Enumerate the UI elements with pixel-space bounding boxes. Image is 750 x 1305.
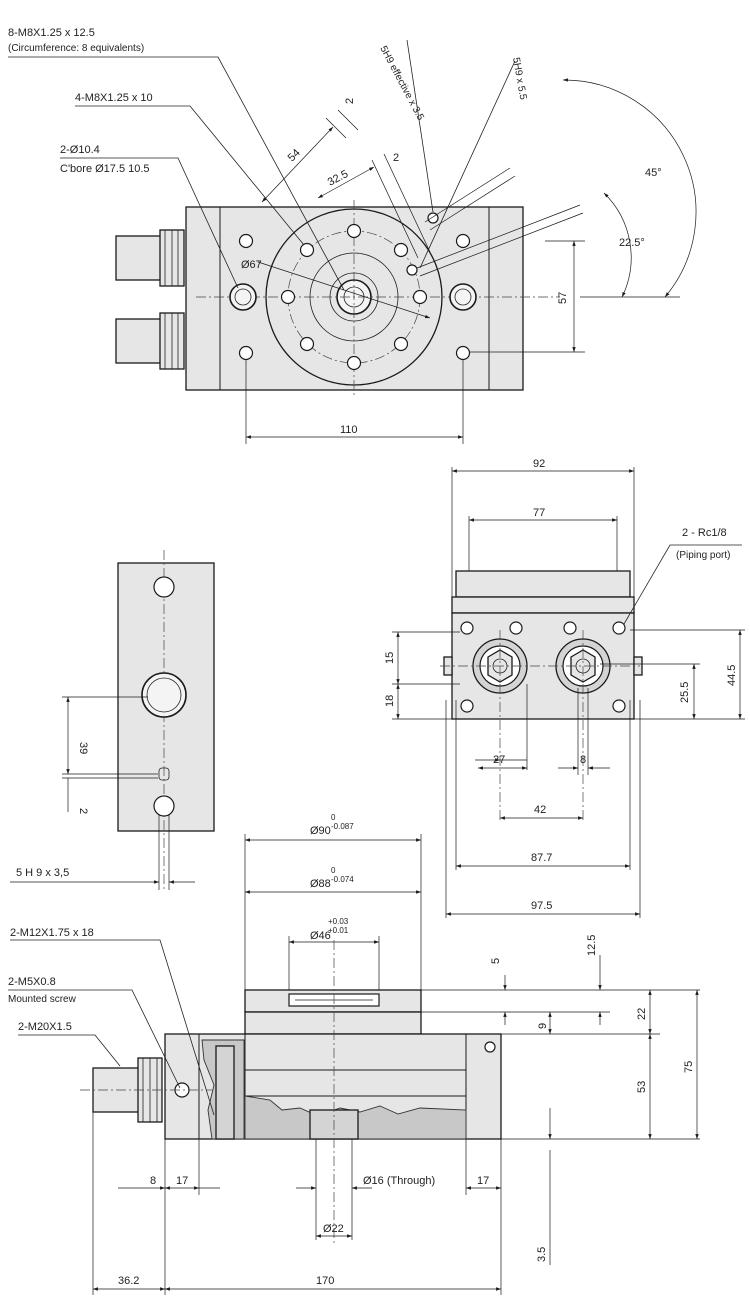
right-view: 92 77 2 - Rc1/8 (Piping port) 15 18 25.5… <box>384 458 745 918</box>
dim-2-a: 2 <box>344 98 356 104</box>
front-dim-3-5: 3.5 <box>536 1247 548 1262</box>
front-dim-36-2: 36.2 <box>118 1275 139 1287</box>
front-tol-d46-upper: +0.03 <box>328 917 349 926</box>
top-view-fitting-upper <box>115 229 185 287</box>
front-dim-9: 9 <box>537 1023 549 1029</box>
right-dim-77: 77 <box>533 507 545 519</box>
front-dim-12-5: 12.5 <box>586 935 598 956</box>
front-dim-170: 170 <box>316 1275 334 1287</box>
front-tol-d88-lower: -0.074 <box>331 875 354 884</box>
front-dim-d22: Ø22 <box>323 1223 344 1235</box>
front-dim-d46: Ø46 <box>310 930 331 942</box>
side-callout-5h9: 5 H 9 x 3,5 <box>16 867 69 879</box>
front-dim-d90: Ø90 <box>310 825 331 837</box>
front-tol-d46-lower: +0.01 <box>328 926 349 935</box>
front-tol-d90-lower: -0.087 <box>331 822 354 831</box>
counterbore-holes <box>229 283 477 311</box>
front-callout-m5-line2: Mounted screw <box>8 994 77 1005</box>
dim-110: 110 <box>340 424 358 436</box>
right-dim-44-5: 44.5 <box>726 665 738 686</box>
right-callout-rc-line2: (Piping port) <box>676 550 730 561</box>
front-dim-75: 75 <box>683 1061 695 1073</box>
right-dim-25-5: 25.5 <box>679 682 691 703</box>
right-dim-97-5: 97.5 <box>531 900 552 912</box>
dim-22-5deg: 22.5° <box>619 237 645 249</box>
callout-8m8-line2: (Circumference: 8 equivalents) <box>8 43 144 54</box>
front-dim-17-right: 17 <box>477 1175 489 1187</box>
right-callout-rc-line1: 2 - Rc1/8 <box>682 527 727 539</box>
top-view: 8-M8X1.25 x 12.5 (Circumference: 8 equiv… <box>8 27 697 444</box>
front-dim-16-through: Ø16 (Through) <box>363 1175 435 1187</box>
front-callout-m12: 2-M12X1.75 x 18 <box>10 927 94 939</box>
corner-holes <box>238 233 471 361</box>
right-dim-42: 42 <box>534 804 546 816</box>
side-dim-2: 2 <box>77 808 89 814</box>
circumference-holes <box>280 223 428 371</box>
callout-4m8: 4-M8X1.25 x 10 <box>75 92 153 104</box>
front-tol-d88-upper: 0 <box>331 866 336 875</box>
callout-2d104-line1: 2-Ø10.4 <box>60 144 100 156</box>
front-dim-53: 53 <box>636 1081 648 1093</box>
callout-5h9-55: 5H9 x 5.5 <box>510 57 528 101</box>
front-view: Ø90 0 -0.087 Ø88 0 -0.074 Ø46 +0.03 +0.0… <box>8 813 700 1295</box>
top-view-fitting-lower <box>115 312 185 370</box>
front-dim-17-left: 17 <box>176 1175 188 1187</box>
dim-2-b: 2 <box>393 152 399 164</box>
dim-32-5: 32.5 <box>326 168 351 189</box>
front-tol-d90-upper: 0 <box>331 813 336 822</box>
front-dim-8: 8 <box>150 1175 156 1187</box>
right-dim-8: 8 <box>580 754 586 766</box>
right-dim-92: 92 <box>533 458 545 470</box>
side-view-center-hole <box>141 672 187 718</box>
right-view-top-block <box>455 570 631 598</box>
side-view: 39 2 5 H 9 x 3,5 <box>10 550 215 890</box>
callout-5h9-effective: 5H9 effective x 3.5 <box>377 44 426 123</box>
front-dim-22: 22 <box>636 1008 648 1020</box>
front-callout-m5-line1: 2-M5X0.8 <box>8 976 56 988</box>
right-dim-87-7: 87.7 <box>531 852 552 864</box>
side-dim-39: 39 <box>77 742 89 754</box>
front-dim-5: 5 <box>490 958 502 964</box>
dim-45deg: 45° <box>645 167 662 179</box>
dim-d67: Ø67 <box>241 259 262 271</box>
callout-8m8-line1: 8-M8X1.25 x 12.5 <box>8 27 95 39</box>
pin-hole-b <box>406 264 418 276</box>
front-dim-d88: Ø88 <box>310 878 331 890</box>
right-dim-27: 27 <box>493 754 505 766</box>
dim-57: 57 <box>557 292 569 304</box>
front-callout-m20: 2-M20X1.5 <box>18 1021 72 1033</box>
callout-2d104-line2: C'bore Ø17.5 10.5 <box>60 163 150 175</box>
right-dim-15: 15 <box>384 652 396 664</box>
right-dim-18: 18 <box>384 695 396 707</box>
